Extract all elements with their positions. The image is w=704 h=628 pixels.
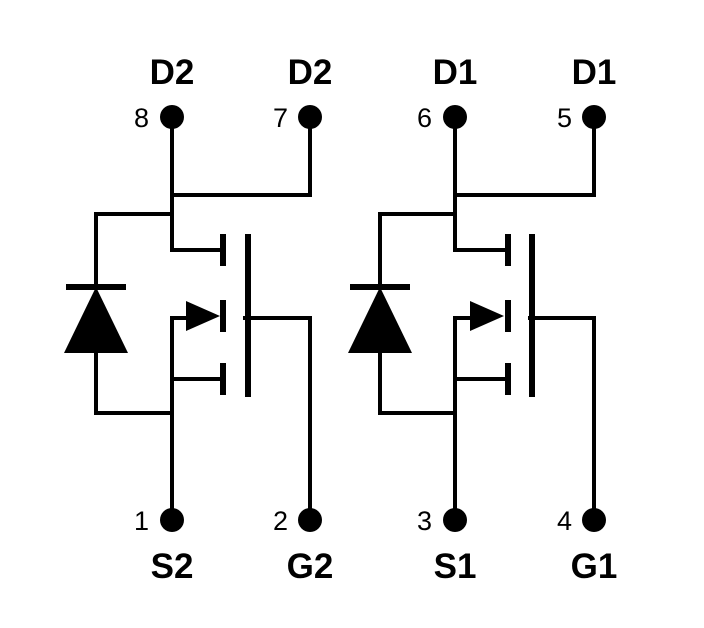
pin-6-dot — [443, 105, 467, 129]
diode-1-cathode-wire — [378, 212, 457, 289]
mosfet-1 — [348, 115, 596, 522]
pin-7: 7 D2 — [273, 53, 332, 133]
pin-1-number: 1 — [134, 506, 149, 536]
pin-7-number: 7 — [273, 103, 288, 133]
pin-5-name: D1 — [572, 53, 617, 92]
pin-6: 6 D1 — [417, 53, 477, 133]
pin-8-name: D2 — [150, 53, 195, 92]
diode-2-anode-wire — [94, 350, 174, 415]
pin-1: 1 S2 — [134, 506, 193, 586]
pin-6-name: D1 — [433, 53, 478, 92]
pin-8-number: 8 — [134, 103, 149, 133]
pin-7-dot — [298, 105, 322, 129]
drain-2-stub — [170, 193, 222, 252]
body-2-arrow-icon — [186, 301, 220, 331]
pin-6-number: 6 — [417, 103, 432, 133]
pin-2-dot — [298, 508, 322, 532]
pin-3: 3 S1 — [417, 506, 476, 586]
pin-1-name: S2 — [151, 547, 194, 586]
drain-1-stub — [453, 193, 507, 252]
pin-4-number: 4 — [557, 506, 572, 536]
pin-4-dot — [582, 508, 606, 532]
pin-1-dot — [160, 508, 184, 532]
pin-4-name: G1 — [571, 547, 618, 586]
pin-8-dot — [160, 105, 184, 129]
diode-2-cathode-wire — [94, 212, 174, 289]
gate-2-wire — [243, 316, 312, 522]
source-1-wire — [453, 316, 475, 522]
pin-5: 5 D1 — [557, 53, 616, 133]
diode-1-anode-wire — [378, 350, 457, 415]
pin-3-number: 3 — [417, 506, 432, 536]
drain-1-bus — [453, 115, 596, 197]
diode-1-triangle-icon — [348, 287, 412, 353]
body-1-arrow-icon — [470, 301, 504, 331]
pin-4: 4 G1 — [557, 506, 617, 586]
pin-2-name: G2 — [287, 547, 334, 586]
pin-2-number: 2 — [273, 506, 288, 536]
drain-2-bus — [170, 115, 312, 197]
pin-2: 2 G2 — [273, 506, 333, 586]
pin-7-name: D2 — [288, 53, 333, 92]
pin-3-dot — [443, 508, 467, 532]
diode-2-triangle-icon — [64, 287, 128, 353]
pin-5-number: 5 — [557, 103, 572, 133]
pin-3-name: S1 — [434, 547, 477, 586]
gate-1-wire — [528, 316, 596, 522]
mosfet-2 — [64, 115, 312, 522]
pin-5-dot — [582, 105, 606, 129]
source-2-wire — [170, 316, 192, 522]
pin-8: 8 D2 — [134, 53, 194, 133]
